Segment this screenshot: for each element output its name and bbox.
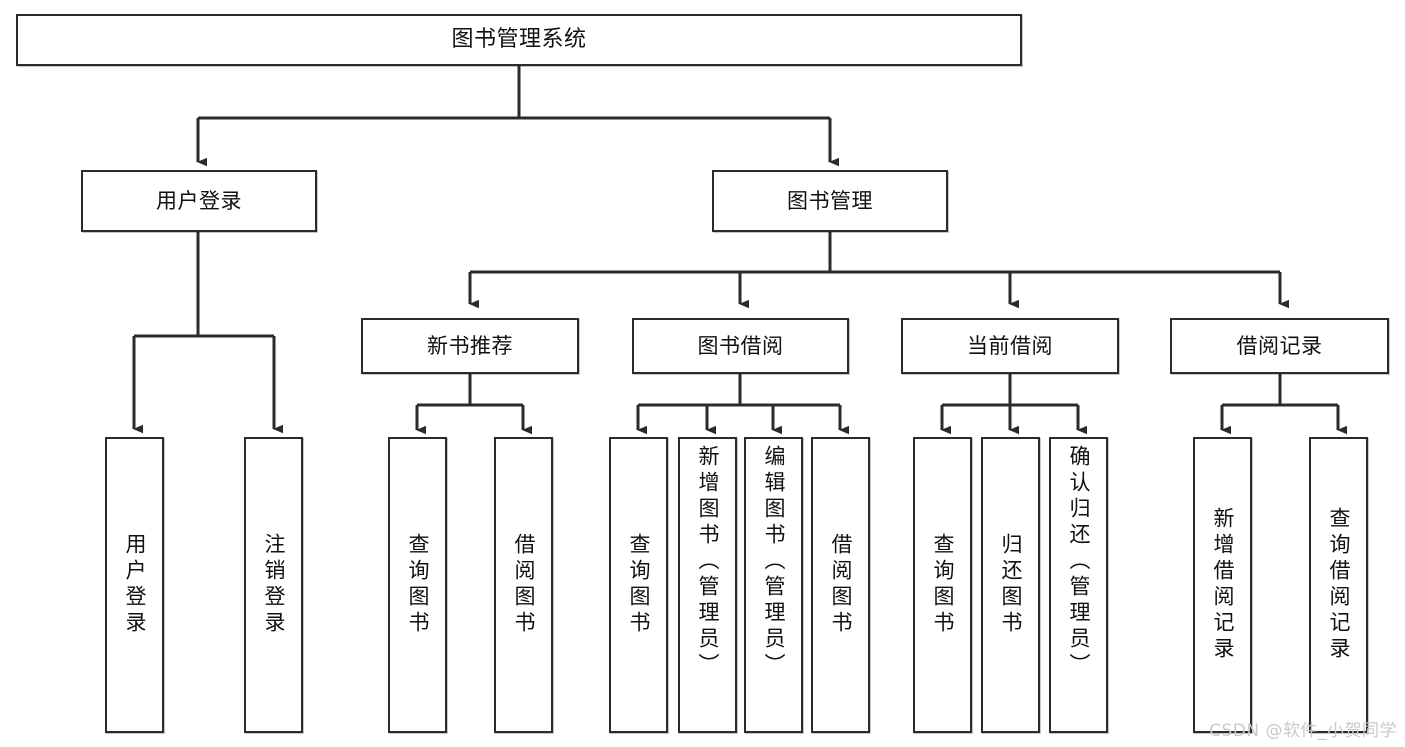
- node-label: 借阅图书: [829, 533, 853, 637]
- node-label: 注销登录: [262, 533, 286, 637]
- leaf-confirm-return-admin[interactable]: 确认归还（管理员）: [1049, 437, 1108, 733]
- node-label: 编辑图书（管理员）: [762, 445, 786, 679]
- node-book-management[interactable]: 图书管理: [712, 170, 948, 232]
- node-label: 当前借阅: [967, 333, 1053, 358]
- leaf-edit-book-admin[interactable]: 编辑图书（管理员）: [744, 437, 803, 733]
- node-label: 查询图书: [406, 533, 430, 637]
- node-label: 新增借阅记录: [1211, 507, 1235, 663]
- leaf-query-book-borrow[interactable]: 查询图书: [609, 437, 668, 733]
- node-label: 查询图书: [931, 533, 955, 637]
- leaf-query-borrow-record[interactable]: 查询借阅记录: [1309, 437, 1368, 733]
- node-new-book-recommend[interactable]: 新书推荐: [361, 318, 579, 374]
- node-label: 图书管理: [787, 188, 873, 213]
- node-label: 用户登录: [123, 533, 147, 637]
- leaf-logout-login[interactable]: 注销登录: [244, 437, 303, 733]
- leaf-query-book-recommend[interactable]: 查询图书: [388, 437, 447, 733]
- leaf-borrow-book[interactable]: 借阅图书: [811, 437, 870, 733]
- node-user-login[interactable]: 用户登录: [81, 170, 317, 232]
- node-label: 查询借阅记录: [1327, 507, 1351, 663]
- node-label: 图书管理系统: [451, 27, 587, 53]
- node-label: 查询图书: [627, 533, 651, 637]
- node-root-book-management-system[interactable]: 图书管理系统: [16, 14, 1022, 66]
- leaf-add-book-admin[interactable]: 新增图书（管理员）: [678, 437, 737, 733]
- leaf-user-login[interactable]: 用户登录: [105, 437, 164, 733]
- leaf-return-book[interactable]: 归还图书: [981, 437, 1040, 733]
- node-label: 确认归还（管理员）: [1067, 445, 1091, 679]
- node-borrow-record[interactable]: 借阅记录: [1170, 318, 1389, 374]
- node-label: 归还图书: [999, 533, 1023, 637]
- node-label: 新书推荐: [427, 333, 513, 358]
- node-current-borrow[interactable]: 当前借阅: [901, 318, 1119, 374]
- leaf-add-borrow-record[interactable]: 新增借阅记录: [1193, 437, 1252, 733]
- node-label: 借阅记录: [1236, 333, 1323, 358]
- watermark-text: CSDN @软件_小贺同学: [1209, 721, 1397, 741]
- node-book-borrow[interactable]: 图书借阅: [632, 318, 849, 374]
- leaf-query-book-current[interactable]: 查询图书: [913, 437, 972, 733]
- node-label: 用户登录: [156, 188, 242, 213]
- node-label: 图书借阅: [697, 333, 784, 358]
- node-label: 借阅图书: [512, 533, 536, 637]
- leaf-borrow-book-recommend[interactable]: 借阅图书: [494, 437, 553, 733]
- node-label: 新增图书（管理员）: [696, 445, 720, 679]
